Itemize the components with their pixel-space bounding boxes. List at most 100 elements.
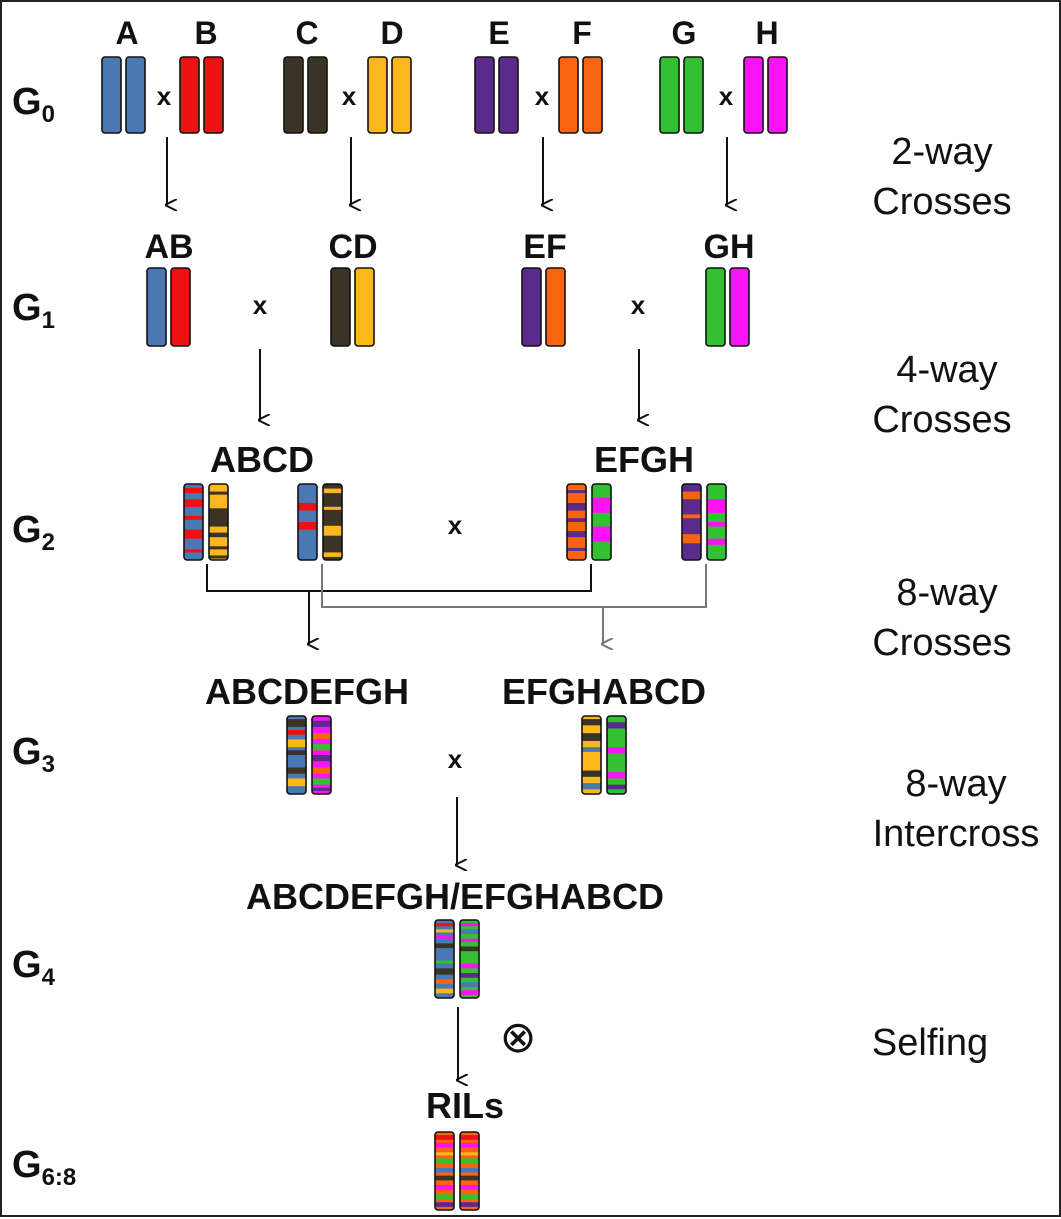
chromosome-efghabcd-2-band [607, 759, 626, 766]
selfing-symbol: ⊗ [500, 1012, 537, 1063]
chromosome-c-1 [283, 56, 304, 134]
chromosome-intercross-2-outline [459, 919, 480, 999]
chromosome-abcd-1b-band [209, 546, 228, 550]
chromosome-abcd-1b-band [209, 532, 228, 538]
chromosome-abcd-2b-band [323, 552, 342, 557]
chromosome-d-2 [391, 56, 412, 134]
step-label-8way-crosses: Crosses [872, 622, 1011, 664]
step-label-intercross: Intercross [873, 813, 1040, 855]
cross-label-efgh: EFGH [594, 439, 694, 480]
chromosome-c-2 [307, 56, 328, 134]
chromosome-abcd-2a-band [298, 503, 317, 511]
chromosome-ril-2-band [460, 1194, 479, 1200]
chromosome-efghabcd-1-base [582, 716, 601, 794]
chromosome-efghabcd-2-band [607, 772, 626, 779]
chromosome-intercross-2-band [460, 973, 479, 978]
chromosome-ril-2-band [460, 1167, 479, 1173]
step-label-2way-crosses: Crosses [872, 181, 1011, 223]
chromosome-ef-2-outline [545, 267, 566, 347]
chromosome-ril-2-band [460, 1202, 479, 1207]
chromosome-ril-1-band [435, 1185, 454, 1190]
chromosome-gh-2 [729, 267, 750, 347]
chromosome-abcdefgh-2-outline [311, 715, 332, 795]
chromosome-ef-1-base [522, 268, 541, 346]
chromosome-intercross-2-band [460, 963, 479, 969]
chromosome-efgh-1b-outline [591, 483, 612, 561]
chromosome-abcd-1a-band [184, 515, 203, 520]
chromosome-ril-1-band [435, 1175, 454, 1181]
chromosome-efgh-2b [706, 483, 727, 561]
step-label-8way: 8-way [896, 572, 997, 614]
founder-label-c: C [295, 15, 318, 51]
chromosome-abcdefgh-1-band [287, 730, 306, 735]
chromosome-b-1-outline [179, 56, 200, 134]
chromosome-abcd-1b-outline [208, 483, 229, 561]
chromosome-ril-2-band [460, 1158, 479, 1164]
chromosome-ril-2-band [460, 1152, 479, 1156]
chromosome-abcdefgh-2 [311, 715, 332, 795]
chromosome-ril-2-outline [459, 1131, 480, 1211]
chromosome-efgh-1b-base [592, 484, 611, 560]
chromosome-ril-1-band [435, 1158, 454, 1164]
founder-label-h: H [755, 15, 778, 51]
chromosome-efghabcd-1-outline [581, 715, 602, 795]
step-label-4way-crosses: Crosses [872, 399, 1011, 441]
chromosome-f-2 [582, 56, 603, 134]
chromosome-b-1 [179, 56, 200, 134]
chromosome-a-1-outline [101, 56, 122, 134]
generation-label-g4: G4 [12, 944, 56, 991]
chromosome-cd-1-base [331, 268, 350, 346]
chromosome-g-1-outline [659, 56, 680, 134]
chromosome-e-2-base [499, 57, 518, 133]
chromosome-intercross-1 [434, 919, 455, 999]
chromosome-c-1-outline [283, 56, 304, 134]
chromosome-intercross-2-band [460, 982, 479, 988]
step-label-2way: 2-way [891, 131, 992, 173]
chromosome-abcd-2b-band [323, 525, 342, 536]
chromosome-g-2-outline [683, 56, 704, 134]
chromosome-d-1-outline [367, 56, 388, 134]
chromosome-abcd-1a-band [184, 549, 203, 553]
chromosome-h-2 [767, 56, 788, 134]
chromosome-ril-2-band [460, 1142, 479, 1148]
chromosome-cd-2 [354, 267, 375, 347]
chromosome-d-2-outline [391, 56, 412, 134]
chromosome-d-2-base [392, 57, 411, 133]
chromosome-a-2-outline [125, 56, 146, 134]
cross-label-abcdefgh: ABCDEFGH [205, 671, 409, 712]
chromosome-gh-1-base [706, 268, 725, 346]
chromosome-a-1 [101, 56, 122, 134]
chromosome-efghabcd-1-band [582, 770, 601, 777]
chromosome-abcdefgh-1-band [287, 778, 306, 787]
chromosome-intercross-1-band [435, 952, 454, 958]
chromosome-efgh-1a-band [567, 490, 586, 494]
chromosome-h-1 [743, 56, 764, 134]
chromosome-efgh-1a-band [567, 518, 586, 522]
chromosome-g-1-base [660, 57, 679, 133]
chromosome-ab-1 [146, 267, 167, 347]
chromosome-cd-2-outline [354, 267, 375, 347]
cross-label-cd: CD [328, 228, 377, 266]
chromosome-abcdefgh-1-band [287, 739, 306, 748]
chromosome-abcdefgh-2-band [312, 767, 331, 774]
chromosome-intercross-1-base [435, 920, 454, 998]
chromosome-efgh-1b [591, 483, 612, 561]
chromosome-gh-2-base [730, 268, 749, 346]
chromosome-abcdefgh-2-band [312, 755, 331, 762]
chromosome-efgh-2b-band [707, 499, 726, 513]
chromosome-efghabcd-2-band [607, 747, 626, 754]
chromosome-h-2-outline [767, 56, 788, 134]
chromosome-c-1-base [284, 57, 303, 133]
chromosome-ril-2-band [460, 1185, 479, 1190]
step-label-selfing: Selfing [872, 1022, 988, 1064]
intercross-label: ABCDEFGH/EFGHABCD [246, 876, 664, 917]
chromosome-a-2 [125, 56, 146, 134]
chromosome-intercross-2-band [460, 929, 479, 935]
cross-symbol-cd: x [342, 81, 357, 111]
chromosome-d-1-base [368, 57, 387, 133]
chromosome-b-1-base [180, 57, 199, 133]
cross-symbol-gh: x [719, 81, 734, 111]
chromosome-intercross-1-band [435, 929, 454, 933]
chromosome-ril-2-band [460, 1135, 479, 1140]
